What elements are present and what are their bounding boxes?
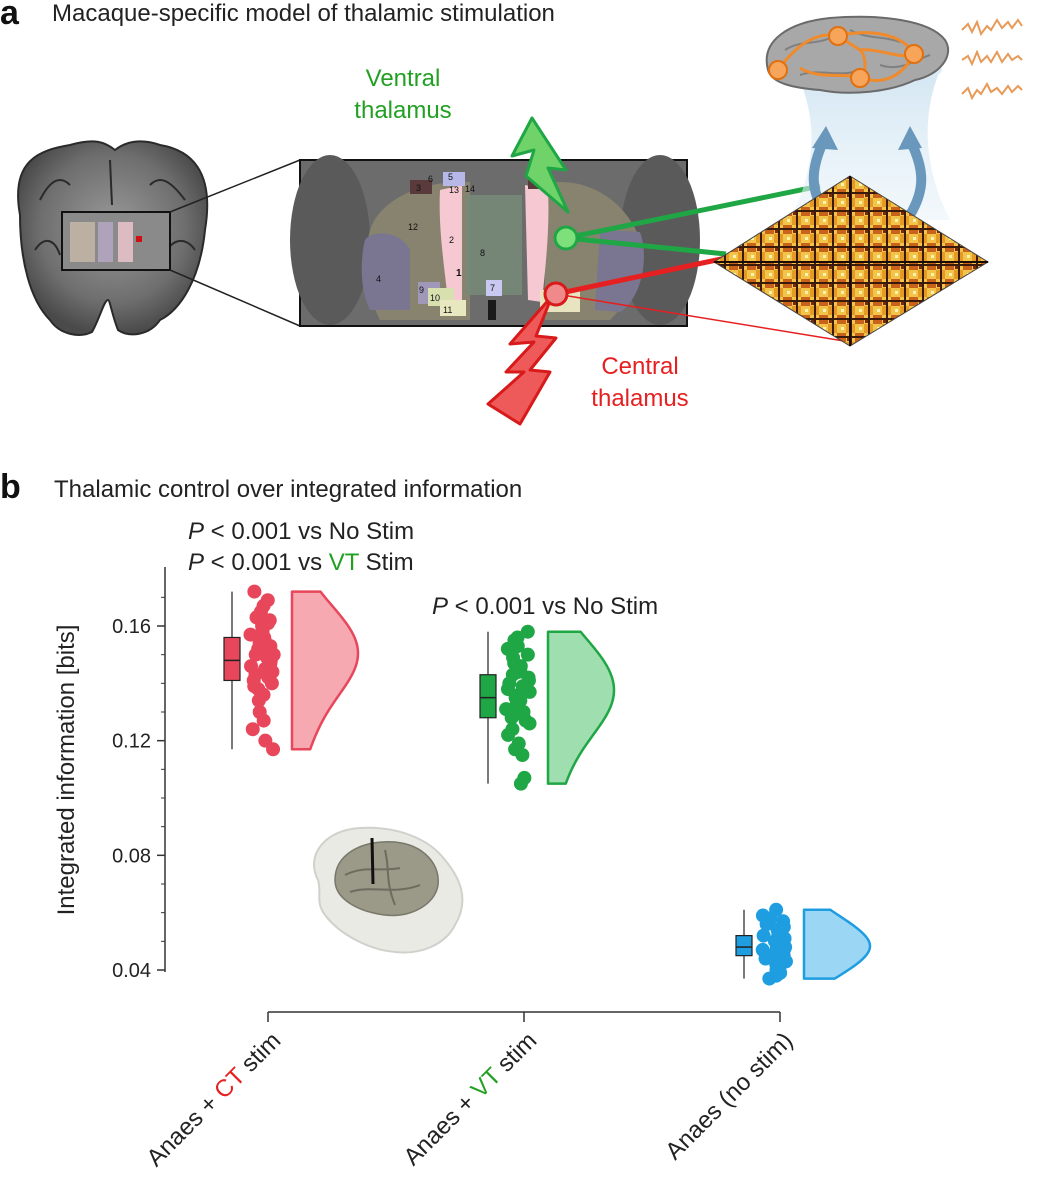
data-point [501,727,516,742]
y-axis-label: Integrated information [bits] [53,625,80,916]
data-point [256,713,271,728]
box-iqr [735,934,753,957]
central-thalamus-label: thalamus [591,385,688,412]
y-tick-label: 0.16 [112,616,151,638]
atlas-region-label: 10 [430,293,440,303]
ventral-stimulation-site [553,225,579,251]
panel-a-figure: 3 6 5 13 14 12 2 8 1 4 9 10 11 7 Ventral… [17,15,1023,426]
atlas-region-label: 4 [376,274,381,284]
data-point [266,742,281,757]
data-point [264,676,279,691]
ventral-connection-line [565,183,821,241]
atlas-region-label: 3 [416,183,421,193]
data-point [522,684,537,699]
atlas-region-label: 14 [465,184,475,194]
density-half-violin [546,630,616,785]
zoom-line-bottom [169,269,301,327]
neural-signal-traces [961,18,1023,101]
y-tick-label: 0.08 [112,845,151,867]
y-tick-label: 0.12 [112,731,151,753]
central-connection-line [555,293,851,343]
atlas-region-label: 1 [456,268,462,279]
data-point [515,748,530,762]
atlas-region-label: 6 [428,174,433,184]
coronal-brain-slice [17,140,209,336]
data-point [758,951,773,966]
y-tick-label: 0.04 [112,960,151,982]
x-tick-label: Anaes + VT stim [398,1027,542,1171]
atlas-region-label: 11 [443,305,452,315]
x-tick-label: Anaes (no stim) [660,1027,798,1165]
data-point [248,647,263,662]
data-point [513,776,528,791]
central-thalamus-label: Central [601,353,678,380]
panel-b-letter: b [0,468,21,506]
data-point [520,624,535,639]
data-point [247,584,262,599]
data-point [759,917,774,932]
panel-b-title: Thalamic control over integrated informa… [54,476,523,503]
atlas-region-label: 8 [480,248,485,258]
data-point [504,710,519,725]
ct-vs-vt-annotation: P < 0.001 vs VT Stim [188,549,414,576]
ventral-thalamus-label: Ventral [366,65,441,92]
density-half-violin [802,908,872,980]
central-stimulation-site [543,281,569,307]
data-point [243,627,258,642]
atlas-region-label: 7 [490,283,495,293]
density-half-violin [290,590,360,751]
data-point [520,647,535,662]
box-iqr [223,636,241,682]
ct-significance-annotation: P < 0.001 vs No Stim [188,518,414,545]
data-point [251,693,266,708]
macaque-brain-network [765,15,950,94]
data-point [522,716,537,731]
ventral-thalamus-label: thalamus [354,97,451,124]
central-connection-line [555,255,727,297]
data-point [756,928,771,943]
data-point [245,722,260,737]
atlas-region-label: 12 [408,222,418,232]
atlas-region-label: 13 [449,185,459,195]
electrode-head-inset [313,826,464,954]
panel-a-letter: a [0,0,19,32]
zoom-line-top [169,159,301,213]
ventral-stimulation-bolt [510,116,570,214]
central-stimulation-bolt [486,294,558,426]
panel-a-title: Macaque-specific model of thalamic stimu… [52,0,555,27]
x-tick-label: Anaes + CT stim [142,1027,287,1172]
atlas-region-label: 2 [449,235,454,245]
data-point [762,971,777,986]
atlas-region-label: 9 [419,285,424,295]
box-iqr [479,674,497,719]
projection-beam [790,70,950,220]
arrow-up-icon [905,137,927,218]
vt-significance-annotation: P < 0.001 vs No Stim [432,593,658,620]
ventral-connection-line [565,235,727,257]
atlas-region-label: 5 [448,172,453,182]
